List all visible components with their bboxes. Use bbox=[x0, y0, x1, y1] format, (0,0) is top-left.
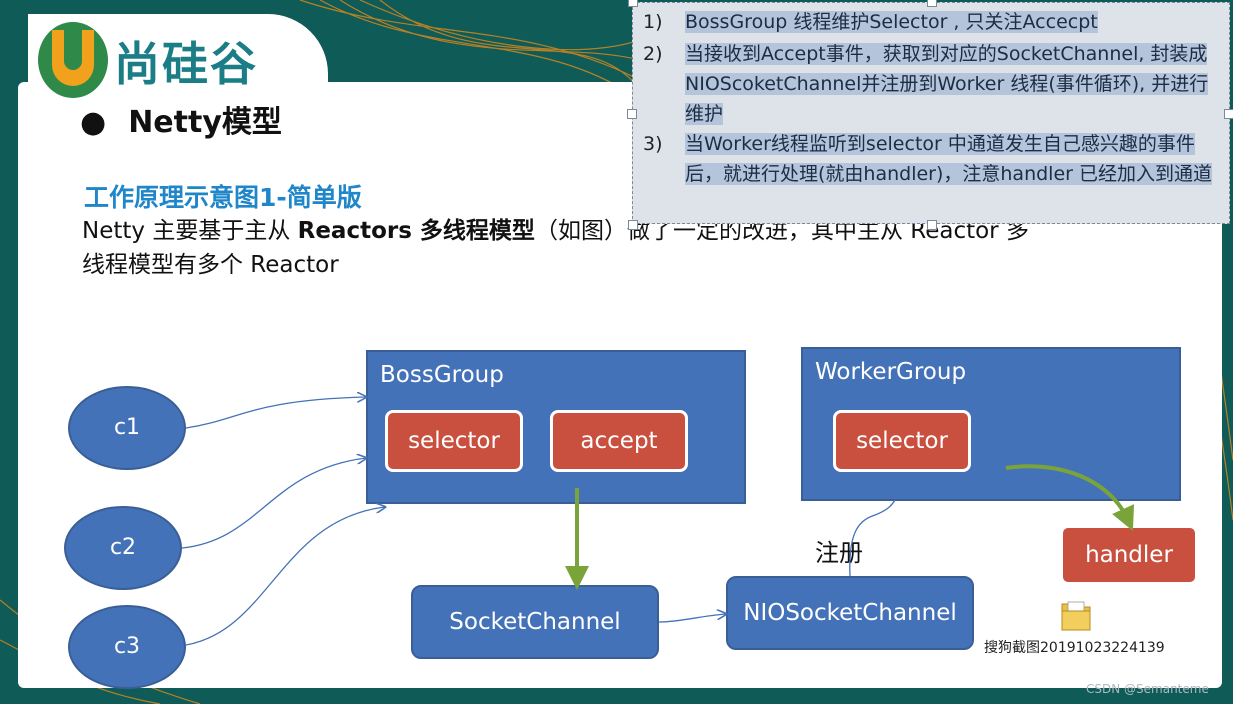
logo-area: 尚硅谷 bbox=[28, 14, 328, 104]
register-label: 注册 bbox=[815, 539, 863, 567]
resize-handle-bottom-left[interactable] bbox=[628, 220, 638, 230]
u-logo-icon bbox=[38, 22, 108, 98]
socket-channel-box: SocketChannel bbox=[411, 585, 659, 659]
resize-handle-left-mid[interactable] bbox=[627, 109, 637, 119]
resize-handle-top-mid[interactable] bbox=[927, 0, 937, 7]
nio-register-connector bbox=[849, 499, 896, 577]
worker-selector-to-handler-arrow bbox=[1005, 464, 1135, 531]
socketchannel-to-nio-connector bbox=[658, 614, 726, 623]
note-text-1: BossGroup 线程维护Selector , 只关注Accecpt bbox=[685, 11, 1098, 33]
resize-handle-top-left[interactable] bbox=[628, 0, 638, 7]
folder-icon[interactable] bbox=[1060, 598, 1092, 632]
note-num-1: 1) bbox=[643, 11, 663, 33]
annotation-textbox[interactable]: 1) BossGroup 线程维护Selector , 只关注Accecpt 2… bbox=[632, 2, 1230, 224]
resize-handle-right-mid[interactable] bbox=[1224, 109, 1233, 119]
c2-to-boss-connector bbox=[181, 458, 366, 549]
boss-group-label: BossGroup bbox=[380, 362, 504, 388]
client-c3: c3 bbox=[68, 605, 186, 689]
resize-handle-bottom-mid[interactable] bbox=[927, 220, 937, 230]
note-num-2: 2) bbox=[643, 43, 663, 65]
worker-group-label: WorkerGroup bbox=[815, 359, 967, 385]
watermark: CSDN @Semanteme bbox=[1086, 682, 1209, 696]
note-num-3: 3) bbox=[643, 133, 663, 155]
client-c2: c2 bbox=[64, 506, 182, 590]
diagram-subtitle: 工作原理示意图1-简单版 bbox=[84, 183, 362, 212]
logo-text: 尚硅谷 bbox=[114, 37, 258, 91]
c3-to-boss-connector bbox=[185, 507, 385, 646]
worker-selector-box: selector bbox=[833, 410, 971, 472]
c1-to-boss-connector bbox=[185, 397, 366, 429]
desktop-file-label[interactable]: 搜狗截图20191023224139 bbox=[984, 640, 1165, 656]
boss-selector-box: selector bbox=[385, 410, 523, 472]
boss-accept-box: accept bbox=[550, 410, 688, 472]
note-text-3: 当Worker线程监听到selector 中通道发生自己感兴趣的事件后，就进行处… bbox=[685, 133, 1213, 185]
note-text-2: 当接收到Accept事件，获取到对应的SocketChannel, 封装成 NI… bbox=[685, 43, 1209, 125]
bullet-text: Netty模型 bbox=[128, 105, 282, 140]
client-c1: c1 bbox=[68, 386, 186, 470]
nio-socket-channel-box: NIOSocketChannel bbox=[726, 576, 974, 650]
slide-bullet-title: ●Netty模型 bbox=[80, 105, 282, 140]
